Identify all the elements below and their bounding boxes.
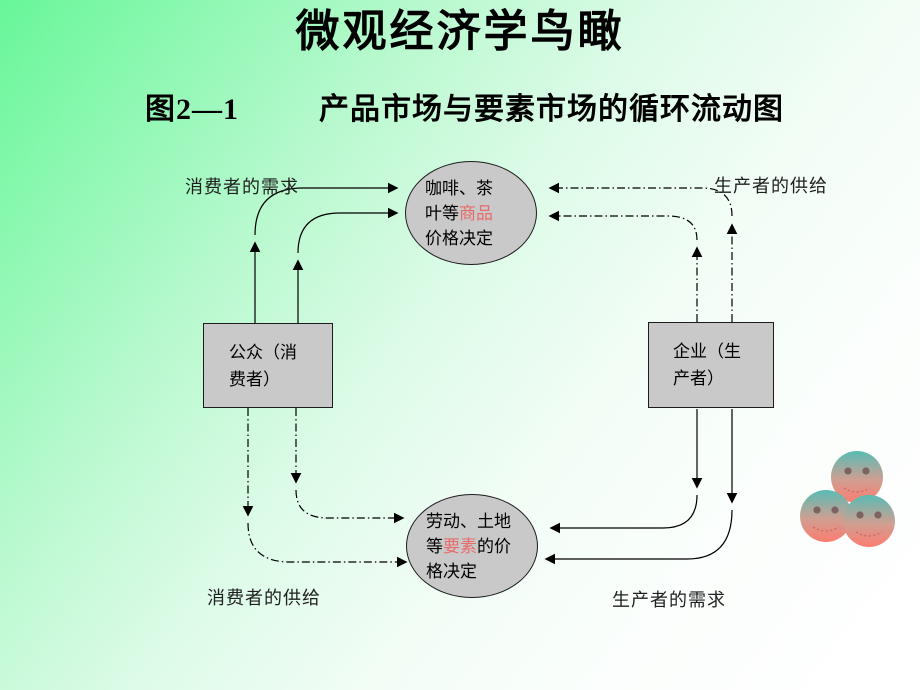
node-producers: 企业（生产者） [648, 322, 774, 408]
producers-label: 企业（生产者） [673, 342, 741, 388]
node-factor-market: 劳动、土地等要素的价格决定 [406, 494, 538, 598]
arrows-producer-supply [548, 182, 738, 322]
node-consumers: 公众（消费者） [203, 323, 333, 408]
arrows-consumer-supply [242, 408, 408, 568]
label-producer-demand: 生产者的需求 [612, 590, 726, 610]
consumers-label: 公众（消费者） [229, 342, 297, 389]
factor-market-text-pre: 劳动、土地等 [426, 511, 511, 556]
slide-title: 微观经济学鸟瞰 [295, 7, 625, 56]
figure-title: 产品市场与要素市场的循环流动图 [319, 93, 784, 126]
smiley-ball-right [843, 495, 895, 547]
product-market-text: 咖啡、茶叶等商品价格决定 [425, 176, 497, 251]
label-consumer-demand: 消费者的需求 [185, 177, 299, 197]
product-market-text-highlight: 商品 [459, 203, 493, 223]
figure-label: 图2—1 [145, 93, 239, 126]
figure-caption-row: 图2—1 产品市场与要素市场的循环流动图 [145, 84, 784, 128]
node-product-market: 咖啡、茶叶等商品价格决定 [405, 161, 537, 265]
product-market-text-pre: 咖啡、茶叶等 [425, 178, 493, 223]
smiley-ball-top [831, 451, 883, 503]
label-producer-supply: 生产者的供给 [714, 176, 828, 196]
arrows-consumer-demand [249, 182, 399, 323]
factor-market-text: 劳动、土地等要素的价格决定 [426, 509, 514, 584]
smiley-ball-left [800, 490, 852, 542]
factor-market-text-highlight: 要素 [443, 536, 477, 556]
arrows-producer-demand [544, 409, 738, 565]
label-consumer-supply: 消费者的供给 [207, 588, 321, 608]
smiley-balls-decoration [800, 451, 895, 547]
factor-market-text-post: 的价格决定 [426, 536, 511, 581]
product-market-text-post: 价格决定 [425, 228, 493, 248]
